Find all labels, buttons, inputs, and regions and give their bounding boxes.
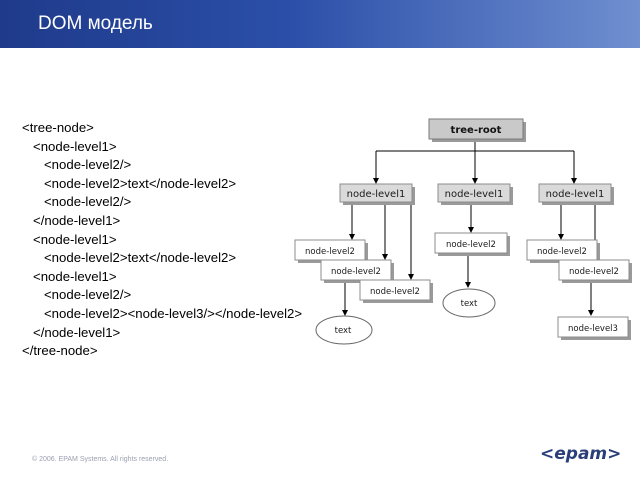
code-line: <node-level2/> — [22, 287, 132, 303]
level1-label: node-level1 — [347, 189, 406, 200]
code-line: <node-level2/> — [22, 194, 132, 210]
level2-label: node-level2 — [370, 287, 420, 297]
code-line: <node-level2/> — [22, 157, 132, 173]
level2-label: node-level2 — [331, 267, 381, 277]
level3-node: node-level3 — [557, 316, 631, 340]
text-node: text — [315, 315, 373, 345]
page-title: DOM модель — [38, 13, 153, 34]
code-line: <node-level1> — [22, 138, 117, 154]
epam-logo: <epam> — [540, 444, 622, 464]
level1-node: node-level1 — [538, 183, 614, 205]
level2-label: node-level2 — [569, 267, 619, 277]
text-node: text — [442, 288, 496, 318]
level2-node: node-level2 — [359, 279, 433, 303]
level1-label: node-level1 — [445, 189, 504, 200]
tree-edges — [342, 140, 598, 316]
tree-root-node: tree-root — [428, 118, 526, 142]
level1-label: node-level1 — [546, 189, 605, 200]
level2-node: node-level2 — [294, 239, 368, 263]
level3-label: node-level3 — [568, 324, 618, 334]
xml-code-block: <tree-node> <node-level1> <node-level2/>… — [22, 119, 302, 361]
level2-node: node-level2 — [526, 239, 600, 263]
copyright-footer: © 2006. EPAM Systems. All rights reserve… — [32, 456, 169, 463]
level2-label: node-level2 — [305, 247, 355, 257]
code-line: <node-level1> — [22, 231, 117, 247]
level2-label: node-level2 — [537, 247, 587, 257]
level2-label: node-level2 — [446, 240, 496, 250]
code-line: <node-level1> — [22, 268, 117, 284]
code-line: </node-level1> — [22, 324, 121, 340]
code-line: <node-level2><node-level3/></node-level2… — [22, 305, 303, 321]
tree-root-label: tree-root — [451, 125, 502, 136]
level2-node: node-level2 — [320, 259, 394, 283]
header-bar: DOM модель — [0, 0, 640, 48]
text-node-label: text — [335, 326, 352, 336]
code-line: </tree-node> — [22, 343, 98, 359]
level2-node: node-level2 — [558, 259, 632, 283]
level1-node: node-level1 — [339, 183, 415, 205]
level1-node: node-level1 — [437, 183, 513, 205]
code-line: <node-level2>text</node-level2> — [22, 250, 237, 266]
level2-node: node-level2 — [434, 232, 510, 256]
code-line: <tree-node> — [22, 120, 94, 135]
code-line: <node-level2>text</node-level2> — [22, 175, 237, 191]
text-node-label: text — [461, 299, 478, 309]
code-line: </node-level1> — [22, 212, 121, 228]
